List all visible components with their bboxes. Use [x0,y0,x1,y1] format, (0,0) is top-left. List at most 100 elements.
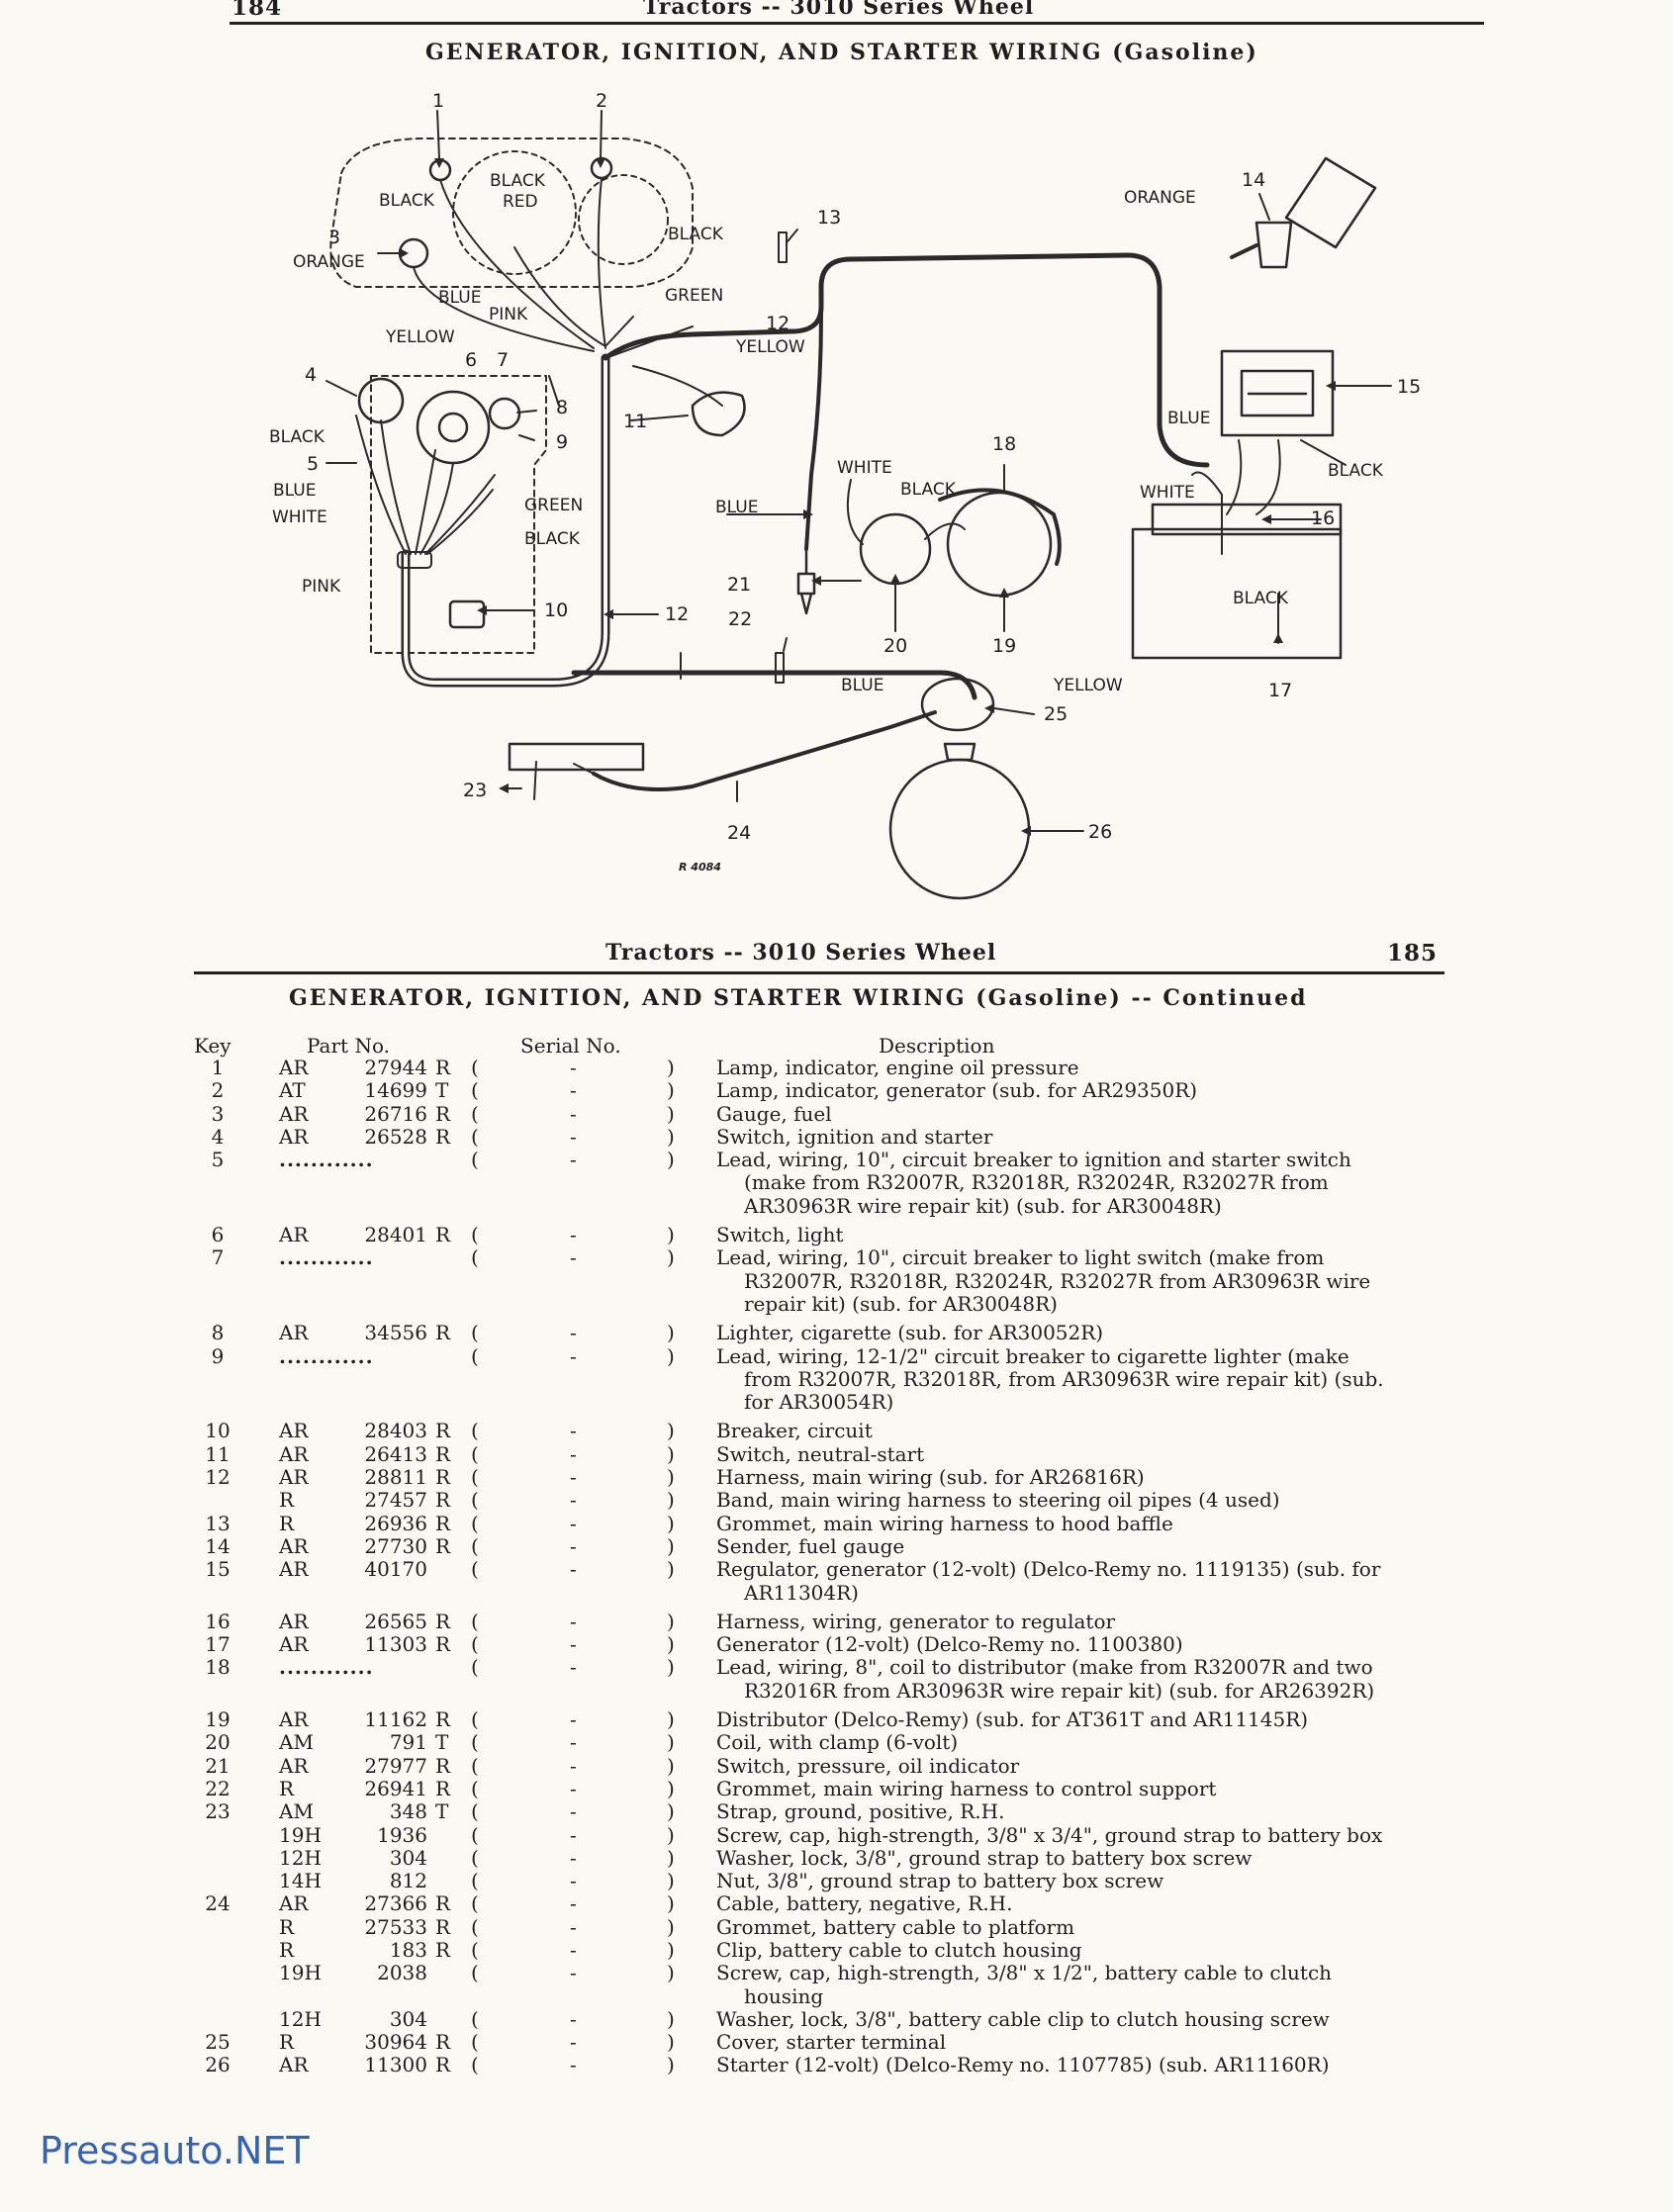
part-key: 11 [205,1441,231,1466]
grommet-control-support [775,652,785,684]
top-header-rule [230,22,1484,25]
key-12-label: 12 [665,603,689,625]
serial-close-paren: ) [667,2006,675,2031]
serial-open-paren: ( [471,1441,479,1466]
serial-close-paren: ) [667,1891,675,1916]
part-prefix: R [279,1937,295,1962]
part-description: Lamp, indicator, generator (sub. for AR2… [716,1078,1198,1103]
part-number: 26941 [364,1776,427,1800]
serial-open-paren: ( [471,1078,479,1103]
serial-number: - [570,1245,577,1270]
part-number: 11303 [364,1632,427,1657]
part-description: Breaker, circuit [716,1419,873,1443]
part-suffix: R [435,1891,451,1916]
part-key: 13 [205,1511,231,1535]
part-description: from R32007R, R32018R, from AR30963R wir… [744,1366,1384,1391]
part-description: AR11304R) [744,1580,859,1605]
part-description: (make from R32007R, R32018R, R32024R, R3… [744,1170,1329,1195]
wire-label-blue: BLUE [715,498,758,517]
serial-open-paren: ( [471,1632,479,1657]
part-key: 24 [205,1891,231,1916]
part-number: 1936 [377,1822,427,1847]
part-key: 6 [211,1223,225,1247]
wire-label-yellow: YELLOW [385,327,455,347]
serial-open-paren: ( [471,1776,479,1800]
serial-close-paren: ) [667,1533,675,1558]
key-26-label: 26 [1088,821,1112,843]
part-number: 304 [389,1845,427,1870]
serial-close-paren: ) [667,1343,675,1368]
part-key: 21 [205,1753,231,1778]
part-description: Washer, lock, 3/8", ground strap to batt… [716,1845,1253,1870]
part-prefix: 19H [279,1822,322,1847]
part-key: 20 [205,1730,231,1755]
wire-label-orange: ORANGE [1124,188,1196,208]
part-prefix: AR [279,1419,309,1443]
circuit-breaker [448,599,486,629]
part-number: 26413 [364,1441,427,1466]
part-number: 183 [389,1937,427,1962]
key-25-label: 25 [1044,703,1068,725]
serial-number: - [570,1343,577,1368]
part-description: Lead, wiring, 10", circuit breaker to li… [716,1245,1325,1270]
wire-label-white: WHITE [1140,483,1195,503]
serial-number: - [570,1321,577,1345]
table-row: for AR30054R) [194,1391,1470,1414]
key-1-label: 1 [432,90,444,112]
part-suffix: R [435,1753,451,1778]
part-suffix: R [435,1465,451,1490]
key-17-label: 17 [1268,680,1292,701]
key-22-label: 22 [728,608,752,630]
table-row: (make from R32007R, R32018R, R32024R, R3… [194,1171,1470,1194]
part-description: Washer, lock, 3/8", battery cable clip t… [716,2006,1330,2031]
part-number: 30964 [364,2030,427,2055]
wiring-diagram: 1 2 3 4 5 6 7 8 9 10 11 12 12 13 14 15 1… [269,90,1421,900]
serial-open-paren: ( [471,1937,479,1962]
part-suffix: R [435,2030,451,2055]
part-prefix: AR [279,2053,309,2077]
key-23-label: 23 [463,780,487,801]
key-24-label: 24 [727,822,751,844]
key-19-label: 19 [992,635,1016,657]
part-number: 791 [389,1730,427,1755]
serial-open-paren: ( [471,1655,479,1680]
part-number: 11300 [364,2053,427,2077]
serial-number: - [570,1655,577,1680]
serial-close-paren: ) [667,1937,675,1962]
part-suffix: R [435,1632,451,1657]
serial-number: - [570,1465,577,1490]
serial-open-paren: ( [471,1799,479,1824]
part-key: 17 [205,1632,231,1657]
part-description: Starter (12-volt) (Delco-Remy no. 110778… [716,2053,1330,2077]
distributor [946,491,1053,598]
col-head-part-no: Part No. [307,1034,390,1058]
part-description: Switch, pressure, oil indicator [716,1753,1020,1778]
part-prefix: AR [279,1441,309,1466]
part-description: Band, main wiring harness to steering oi… [716,1488,1280,1513]
part-description: Switch, ignition and starter [716,1124,993,1149]
table-row: 5............(-)Lead, wiring, 10", circu… [194,1149,1470,1171]
serial-close-paren: ) [667,1441,675,1466]
part-suffix: T [435,1799,449,1824]
neutral-start-switch [691,391,746,437]
key-4-label: 4 [305,364,317,386]
part-key: 1 [211,1056,225,1079]
part-description: Gauge, fuel [716,1101,832,1126]
serial-close-paren: ) [667,1321,675,1345]
bottom-page-number: 185 [1387,940,1439,967]
part-prefix: AM [279,1730,314,1755]
bottom-page-title: GENERATOR, IGNITION, AND STARTER WIRING … [289,985,1308,1011]
serial-open-paren: ( [471,1223,479,1247]
part-suffix: R [435,1419,451,1443]
table-row: repair kit) (sub. for AR30048R) [194,1292,1470,1316]
part-number: 27457 [364,1488,427,1513]
switch-panel-outline [370,375,547,654]
serial-open-paren: ( [471,1891,479,1916]
wire-label-white: WHITE [837,458,892,478]
serial-number: - [570,2030,577,2055]
